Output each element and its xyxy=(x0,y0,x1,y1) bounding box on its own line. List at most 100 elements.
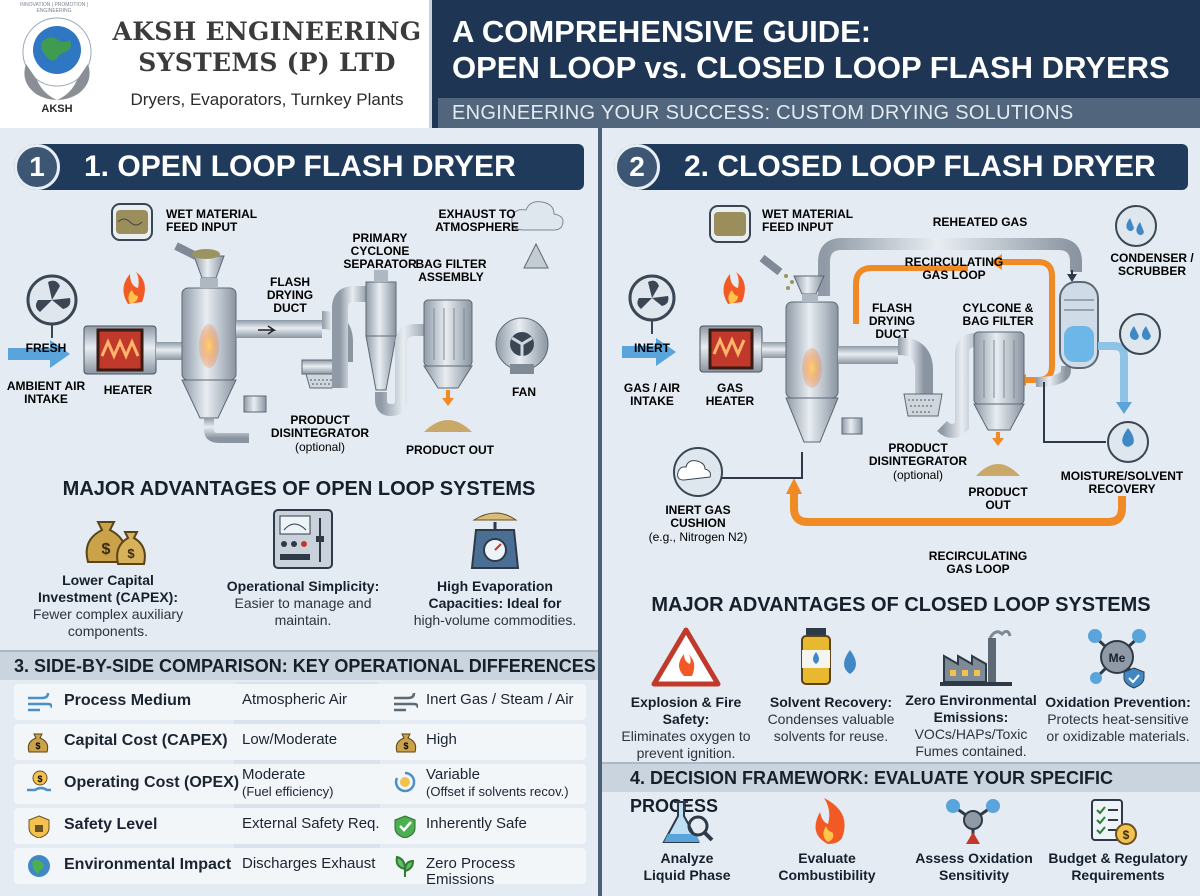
advantage-oxidation-prevention: Oxidation Prevention: Protects heat-sens… xyxy=(1045,694,1191,744)
label-recirc-bottom-2: GAS LOOP xyxy=(946,562,1009,576)
inert-gas-cloud-icon xyxy=(673,447,723,497)
flame-icon xyxy=(815,798,845,844)
label-product-2: OUT xyxy=(985,498,1011,512)
wet-material-feed-icon xyxy=(111,203,153,241)
label-cushion-1: INERT GAS xyxy=(665,503,730,517)
closed-loop-diagram: WET MATERIAL FEED INPUT REHEATED GAS REC… xyxy=(622,205,1194,576)
comparison-row-opex: $ Operating Cost (OPEX) Moderate (Fuel e… xyxy=(14,764,586,804)
label-product-1: PRODUCT xyxy=(968,485,1028,499)
svg-text:$: $ xyxy=(1123,828,1130,842)
label-bag-1: BAG FILTER xyxy=(415,257,486,271)
label-duct-3: DUCT xyxy=(875,327,909,341)
label-feed-2: FEED INPUT xyxy=(166,220,238,234)
label-heater-1: GAS xyxy=(717,381,743,395)
comparison-title: 3. SIDE-BY-SIDE COMPARISON: KEY OPERATIO… xyxy=(0,650,598,680)
primary-cyclone-icon xyxy=(365,270,397,391)
label-reheated: REHEATED GAS xyxy=(933,215,1027,229)
weighing-scale-icon xyxy=(470,512,520,569)
comparison-row-safety: Safety Level External Safety Req. Inhere… xyxy=(14,808,586,844)
label-cyclone-2: BAG FILTER xyxy=(962,314,1033,328)
label-product-out: PRODUCT OUT xyxy=(406,443,495,457)
gas-heater-icon xyxy=(699,325,763,373)
subtitle-bar xyxy=(438,98,1200,128)
flask-magnifier-icon xyxy=(662,801,714,843)
svg-text:$: $ xyxy=(35,741,40,751)
company-line-1: AKSH ENGINEERING xyxy=(112,17,422,46)
label-duct-2: DRYING xyxy=(267,288,313,302)
exhaust-fan-icon xyxy=(495,317,549,374)
check-shield-icon xyxy=(394,815,416,838)
label-exhaust-2: ATMOSPHERE xyxy=(435,220,519,234)
heater-icon xyxy=(83,325,157,375)
advantage-simplicity: Operational Simplicity: Easier to manage… xyxy=(226,578,380,628)
label-intake-2: GAS / AIR xyxy=(624,381,681,395)
svg-text:$: $ xyxy=(102,541,111,558)
open-advantages-title: MAJOR ADVANTAGES OF OPEN LOOP SYSTEMS xyxy=(62,478,536,500)
open-loop-heading: 1. OPEN LOOP FLASH DRYER xyxy=(14,144,584,190)
molecule-shield-icon: Me xyxy=(1088,629,1146,689)
label-moisture-1: MOISTURE/SOLVENT xyxy=(1061,469,1184,483)
air-flow-icon xyxy=(28,692,52,712)
gas-flow-icon xyxy=(394,692,418,712)
flash-dryer-vessel-icon xyxy=(181,255,237,419)
label-feed-1: WET MATERIAL xyxy=(166,207,257,221)
globe-icon xyxy=(28,855,50,877)
intake-fan-icon xyxy=(628,274,676,322)
company-line-2: SYSTEMS (P) LTD xyxy=(138,48,396,77)
decision-step-liquid-phase: Analyze Liquid Phase xyxy=(643,850,731,883)
label-fan: FAN xyxy=(512,385,536,399)
closed-loop-number-badge: 2 xyxy=(614,144,660,190)
product-pile-icon xyxy=(424,420,472,432)
label-cyclone-1: CYLCONE & xyxy=(963,301,1034,315)
money-bags-small-icon: $ xyxy=(27,733,49,753)
label-air-1: FRESH xyxy=(26,341,67,355)
money-bag-small-icon: $ xyxy=(395,733,417,753)
label-feed-2: FEED INPUT xyxy=(762,220,834,234)
label-disint-2: DISINTEGRATOR xyxy=(271,426,370,440)
comparison-row-capex: $ Capital Cost (CAPEX) Low/Moderate $ Hi… xyxy=(14,724,586,760)
label-feed-1: WET MATERIAL xyxy=(762,207,853,221)
wet-material-feed-icon xyxy=(709,205,751,243)
decision-step-combustibility: Evaluate Combustibility xyxy=(778,850,876,883)
decision-step-oxidation: Assess Oxidation Sensitivity xyxy=(915,850,1033,883)
logo-box: AKSH INNOVATION | PROMOTION | ENGINEERIN… xyxy=(0,0,432,128)
flash-dryer-vessel-icon xyxy=(785,275,839,443)
page-subtitle: ENGINEERING YOUR SUCCESS: CUSTOM DRYING … xyxy=(452,102,1074,124)
fire-warning-icon xyxy=(651,627,721,687)
label-disint-3: (optional) xyxy=(893,468,943,482)
decision-step-budget: Budget & Regulatory Requirements xyxy=(1048,850,1188,883)
advantage-evaporation: High Evaporation Capacities: Ideal for h… xyxy=(413,578,577,628)
solvent-bottle-icon xyxy=(801,628,856,685)
title-line-1: A COMPREHENSIVE GUIDE: xyxy=(452,14,872,49)
closed-loop-heading: 2. CLOSED LOOP FLASH DRYER xyxy=(614,144,1188,190)
label-recirc-bottom-1: RECIRCULATING xyxy=(929,549,1027,563)
company-tagline: Dryers, Evaporators, Turnkey Plants xyxy=(130,90,404,109)
condenser-scrubber-icon xyxy=(1059,281,1099,369)
bag-filter-icon xyxy=(423,299,473,389)
label-exhaust-1: EXHAUST TO xyxy=(438,207,515,221)
label-air-2: AMBIENT AIR xyxy=(7,379,86,393)
advantage-capex: Lower Capital Investment (CAPEX): Fewer … xyxy=(32,572,184,639)
label-intake-3: INTAKE xyxy=(630,394,674,408)
cyclone-bag-filter-icon xyxy=(973,331,1025,431)
logo-ring-text: INNOVATION | PROMOTION | ENGINEERING xyxy=(20,2,88,14)
label-cushion-2: CUSHION xyxy=(670,516,725,530)
comparison-row-environment: Environmental Impact Discharges Exhaust … xyxy=(14,848,586,888)
leaf-icon xyxy=(395,855,415,877)
money-bags-icon: $ $ xyxy=(85,521,146,565)
label-cyclone-1: PRIMARY xyxy=(353,231,408,245)
panel-divider xyxy=(598,128,602,896)
checklist-coin-icon: $ xyxy=(1091,799,1137,845)
label-recirc-top-1: RECIRCULATING xyxy=(905,255,1003,269)
label-disint-3: (optional) xyxy=(295,440,345,454)
intake-fan-icon xyxy=(26,274,78,326)
closed-advantages-title: MAJOR ADVANTAGES OF CLOSED LOOP SYSTEMS xyxy=(651,594,1151,616)
svg-text:$: $ xyxy=(37,774,42,784)
decision-title: 4. DECISION FRAMEWORK: EVALUATE YOUR SPE… xyxy=(602,762,1200,816)
label-disint-1: PRODUCT xyxy=(290,413,350,427)
label-heater-2: HEATER xyxy=(706,394,755,408)
label-recirc-top-2: GAS LOOP xyxy=(922,268,985,282)
label-disint-1: PRODUCT xyxy=(888,441,948,455)
open-loop-number-badge: 1 xyxy=(14,144,60,190)
advantage-fire-safety: Explosion & Fire Safety: Eliminates oxyg… xyxy=(621,694,751,761)
